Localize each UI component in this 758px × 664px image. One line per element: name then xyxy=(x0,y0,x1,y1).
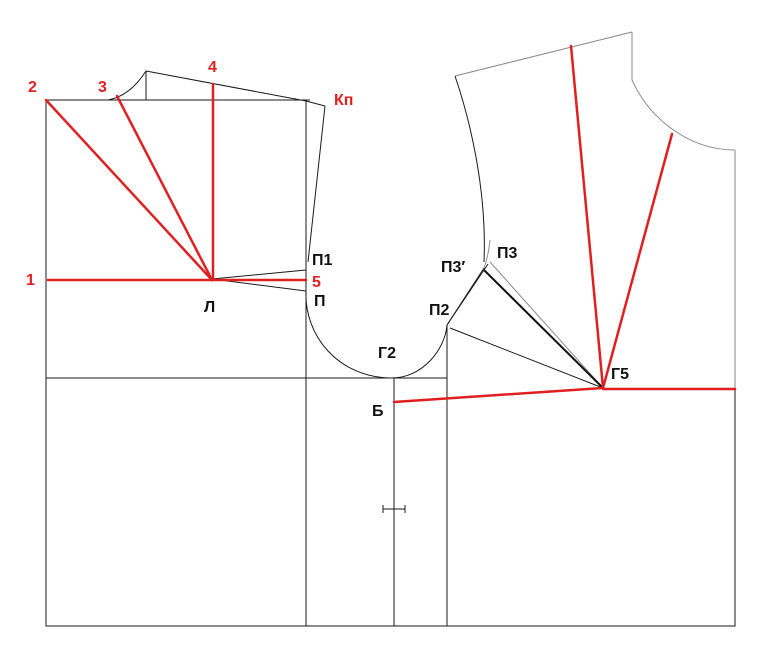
red-l-to-3 xyxy=(115,94,214,282)
label-kp: Кп xyxy=(334,92,353,109)
p2-to-g5 xyxy=(449,327,604,389)
outer-frame xyxy=(45,99,736,627)
p2-to-p3 xyxy=(446,263,489,326)
front-armhole-upper xyxy=(454,75,485,263)
front-piece xyxy=(446,31,736,389)
label-l: Л xyxy=(204,299,215,316)
red-construction xyxy=(44,44,737,404)
red-l-to-2 xyxy=(44,98,214,282)
front-neck-curve xyxy=(631,79,736,151)
kp-to-p1 xyxy=(307,105,326,263)
armhole-curve xyxy=(305,290,448,379)
label-p1: П1 xyxy=(312,252,333,269)
front-armhole-p3prime-p3 xyxy=(483,239,491,269)
label-1: 1 xyxy=(26,272,35,289)
dart-marker xyxy=(382,505,406,513)
base-frame xyxy=(45,98,737,627)
label-g5: Г5 xyxy=(611,366,629,383)
back-shoulder-line xyxy=(145,70,307,102)
label-2: 2 xyxy=(28,79,37,96)
label-b: Б xyxy=(372,403,384,420)
red-g5-to-top xyxy=(569,44,605,390)
back-piece xyxy=(46,70,326,292)
label-3: 3 xyxy=(98,79,107,96)
label-p3prime: П3′ xyxy=(441,259,465,276)
label-5: 5 xyxy=(312,274,321,291)
p3prime-to-g5 xyxy=(483,269,604,389)
shoulder-to-kp xyxy=(305,100,326,107)
front-shoulder-line xyxy=(454,31,633,77)
label-p: П xyxy=(314,293,326,310)
label-p2: П2 xyxy=(429,302,450,319)
label-g2: Г2 xyxy=(378,345,396,362)
label-p3: П3 xyxy=(497,245,518,262)
back-neck-curve xyxy=(107,70,147,101)
l-to-p1 xyxy=(211,269,307,280)
red-g5-to-neck xyxy=(601,132,674,390)
label-4: 4 xyxy=(208,59,217,76)
p3-to-g5 xyxy=(489,261,604,389)
red-b-to-g5 xyxy=(392,386,605,404)
